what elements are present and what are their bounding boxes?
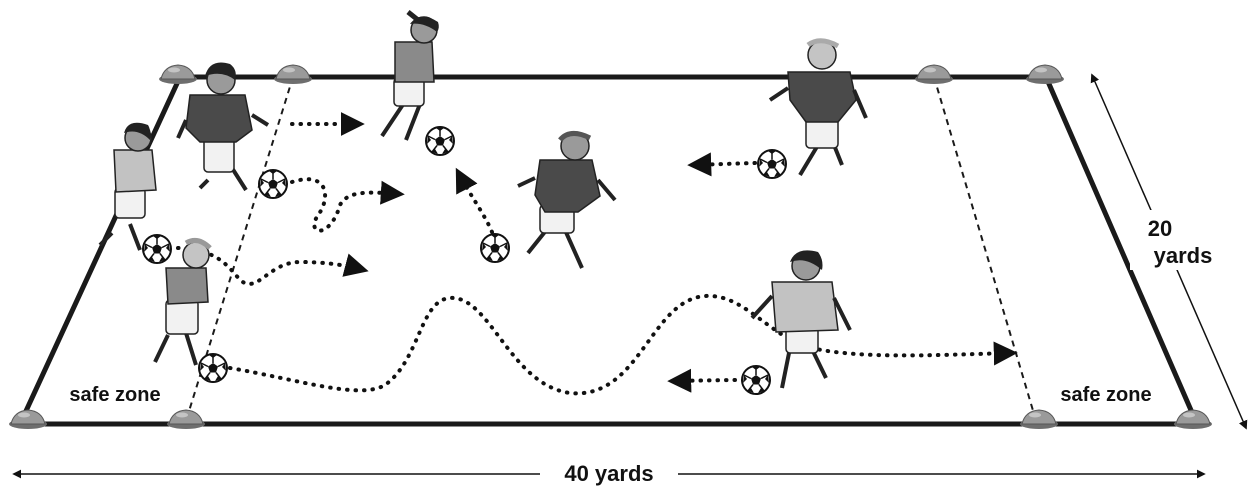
cone-icon	[273, 64, 313, 85]
dribble-path	[687, 152, 757, 177]
cone-icon	[1173, 409, 1213, 430]
cone-icon	[158, 64, 198, 85]
width-dimension: 20 yards	[1090, 73, 1248, 430]
cone-icon	[1019, 409, 1059, 430]
cone-icon	[1025, 64, 1065, 85]
soccer-player-icon	[153, 237, 212, 366]
safe-zone-left-label: safe zone	[69, 384, 160, 406]
soccer-ball-icon	[757, 149, 787, 179]
dribble-path	[176, 246, 369, 286]
right-safe-zone-line	[933, 76, 1038, 425]
soccer-ball-icon	[741, 365, 771, 395]
players	[98, 10, 868, 389]
cone-icon	[914, 64, 954, 85]
length-label: 40 yards	[564, 461, 653, 486]
dribble-path	[290, 177, 405, 233]
dribble-paths	[176, 112, 1018, 396]
soccer-player-icon	[750, 250, 852, 389]
dribble-path	[455, 167, 494, 234]
dribble-path	[228, 293, 1018, 396]
cone-icon	[166, 409, 206, 430]
soccer-player-icon	[176, 62, 270, 192]
soccer-player-icon	[98, 122, 157, 251]
soccer-ball-icon	[198, 353, 228, 383]
soccer-ball-icon	[425, 126, 455, 156]
dribble-path	[667, 368, 737, 393]
balls	[142, 126, 787, 395]
width-unit-label: yards	[1154, 243, 1213, 268]
width-value-label: 20	[1148, 216, 1172, 241]
soccer-player-icon	[380, 10, 439, 141]
soccer-ball-icon	[480, 233, 510, 263]
cone-icon	[8, 409, 48, 430]
soccer-player-icon	[517, 131, 617, 269]
soccer-ball-icon	[258, 169, 288, 199]
soccer-ball-icon	[142, 234, 172, 264]
soccer-player-icon	[768, 38, 868, 177]
safe-zone-right-label: safe zone	[1060, 384, 1151, 406]
length-dimension: 40 yards	[12, 461, 1206, 486]
